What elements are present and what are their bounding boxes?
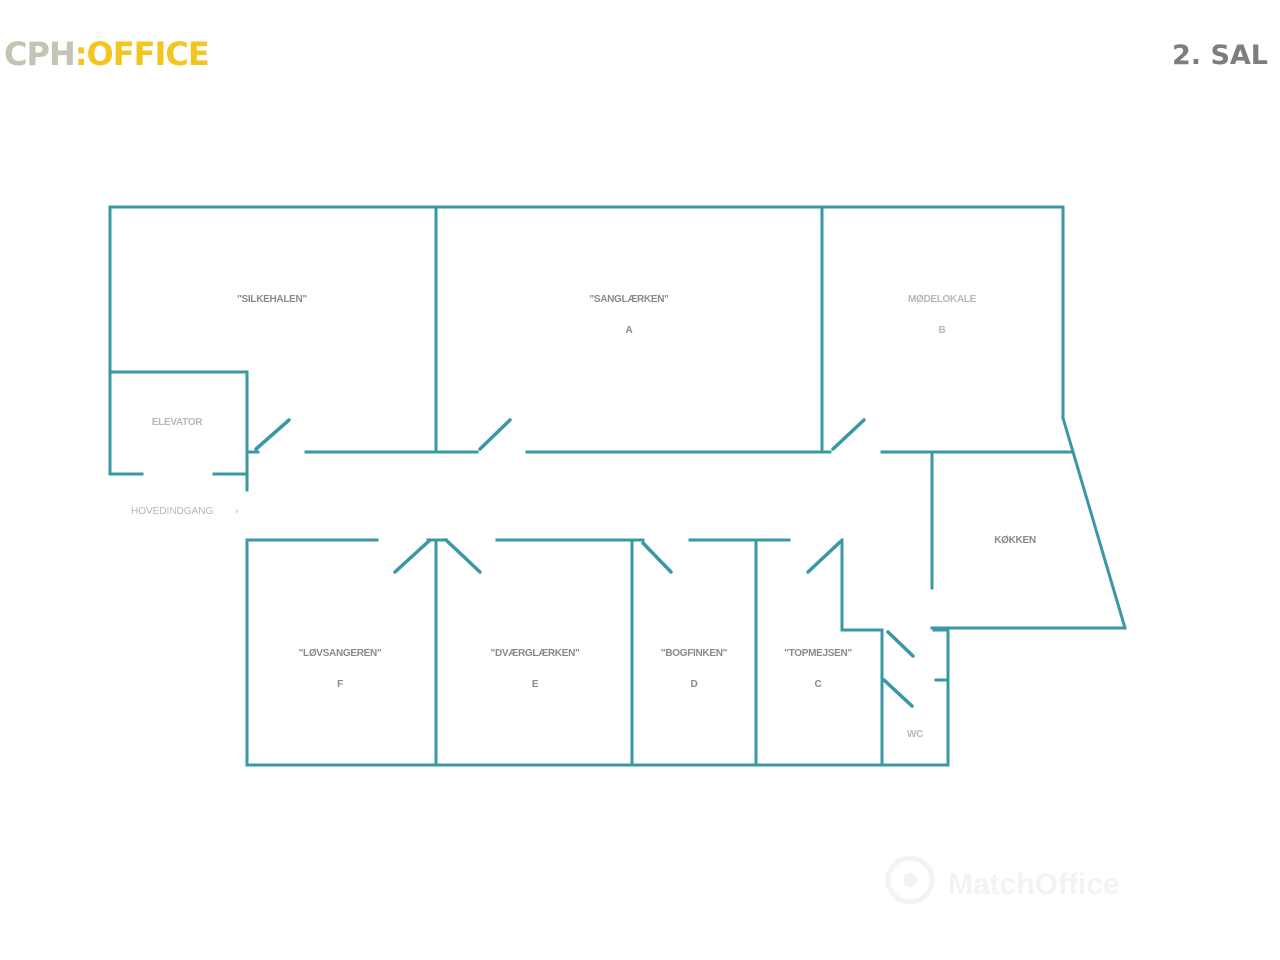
room-label-bogfinken: "BOGFINKEN"	[661, 648, 728, 659]
upper-walls	[108, 205, 1075, 492]
room-label-loevsangeren: "LØVSANGEREN"	[299, 648, 382, 659]
watermark-text: MatchOffice	[948, 868, 1120, 901]
room-label-elevator: ELEVATOR	[152, 417, 203, 428]
door-bogfinken	[641, 541, 673, 574]
doors	[254, 418, 915, 708]
door-silkehalen	[254, 418, 291, 451]
room-label-sanglaerken: "SANGLÆRKEN"	[589, 294, 669, 305]
door-dvaerglaerken	[444, 538, 482, 574]
room-letter-f: F	[337, 679, 343, 690]
room-label-silkehalen: "SILKEHALEN"	[237, 294, 307, 305]
outer-walls	[108, 205, 1127, 767]
door-topmejsen	[806, 540, 842, 574]
room-label-dvaerglaerken: "DVÆRGLÆRKEN"	[491, 648, 580, 659]
entrance-label: HOVEDINDGANG	[131, 506, 213, 517]
room-label-koekken: KØKKEN	[994, 535, 1036, 546]
logo-part-cph: CPH	[4, 35, 76, 73]
lower-walls	[245, 538, 950, 767]
room-label-moedelokale: MØDELOKALE	[908, 294, 977, 305]
door-sanglaerken	[478, 418, 512, 451]
room-letter-b: B	[939, 325, 946, 336]
floor-label: 2. SAL	[1172, 40, 1268, 71]
entrance-arrow-icon: ›	[235, 506, 238, 517]
door-loevsangeren	[393, 538, 432, 574]
room-label-wc: WC	[907, 729, 923, 740]
location-pin-icon	[885, 855, 935, 905]
room-letter-a: A	[626, 325, 633, 336]
logo-separator: :	[74, 35, 88, 73]
door-wc	[882, 678, 914, 708]
room-letter-d: D	[691, 679, 698, 690]
door-moedelokale	[831, 418, 866, 451]
room-letter-c: C	[815, 679, 822, 690]
room-label-topmejsen: "TOPMEJSEN"	[784, 648, 852, 659]
location-pin-dot-icon	[903, 873, 917, 887]
cph-office-logo: CPH:OFFICE	[4, 35, 210, 73]
door-wc-lobby	[886, 630, 915, 658]
logo-part-office: OFFICE	[86, 35, 210, 73]
room-letter-e: E	[532, 679, 539, 690]
watermark: MatchOffice	[885, 855, 1120, 905]
